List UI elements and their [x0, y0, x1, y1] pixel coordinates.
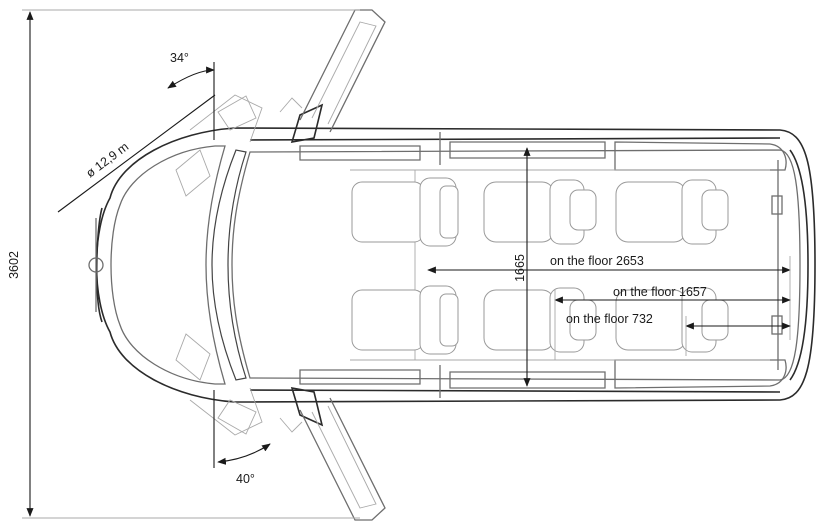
rear-door	[789, 149, 809, 381]
floor-length-short-dimension: on the floor 732	[566, 312, 791, 356]
floor-length-mid-label: on the floor 1657	[613, 285, 707, 299]
van-body	[88, 103, 816, 427]
front-door-angle-label: 34°	[170, 51, 189, 65]
hood-outline	[110, 145, 226, 385]
van-outline	[95, 127, 816, 403]
windshield	[211, 149, 247, 381]
floor-length-long-dimension: on the floor 2653	[427, 254, 791, 340]
third-row-seat-right	[615, 287, 729, 353]
rear-door-angle-label: 40°	[236, 472, 255, 486]
second-row-seat-right	[483, 287, 597, 353]
second-row-seat-left	[483, 179, 597, 245]
third-row-seat-left	[615, 179, 729, 245]
floor-length-long-label: on the floor 2653	[550, 254, 644, 268]
turning-circle-label: ø 12,9 m	[83, 140, 131, 181]
front-grille	[95, 207, 103, 323]
floor-length-mid-dimension: on the floor 1657	[554, 285, 791, 360]
interior-width-label: 1665	[513, 254, 527, 282]
open-front-doors	[175, 94, 263, 436]
overall-width-label: 3602	[7, 251, 21, 279]
left-mirror	[290, 103, 324, 144]
floor-length-short-label: on the floor 732	[566, 312, 653, 326]
brand-emblem	[88, 257, 104, 273]
roof-outline	[231, 149, 801, 381]
right-mirror	[290, 386, 324, 427]
rear-door-angle-dimension: 40°	[213, 390, 271, 486]
front-door-angle-dimension: 34°	[170, 51, 189, 65]
driver-seat	[351, 177, 459, 247]
passenger-seat	[351, 285, 459, 355]
overall-width-dimension: 3602	[7, 9, 360, 519]
seat-layout	[351, 177, 729, 355]
open-sliding-doors	[279, 9, 386, 521]
turning-circle-dimension: ø 12,9 m	[57, 62, 216, 213]
